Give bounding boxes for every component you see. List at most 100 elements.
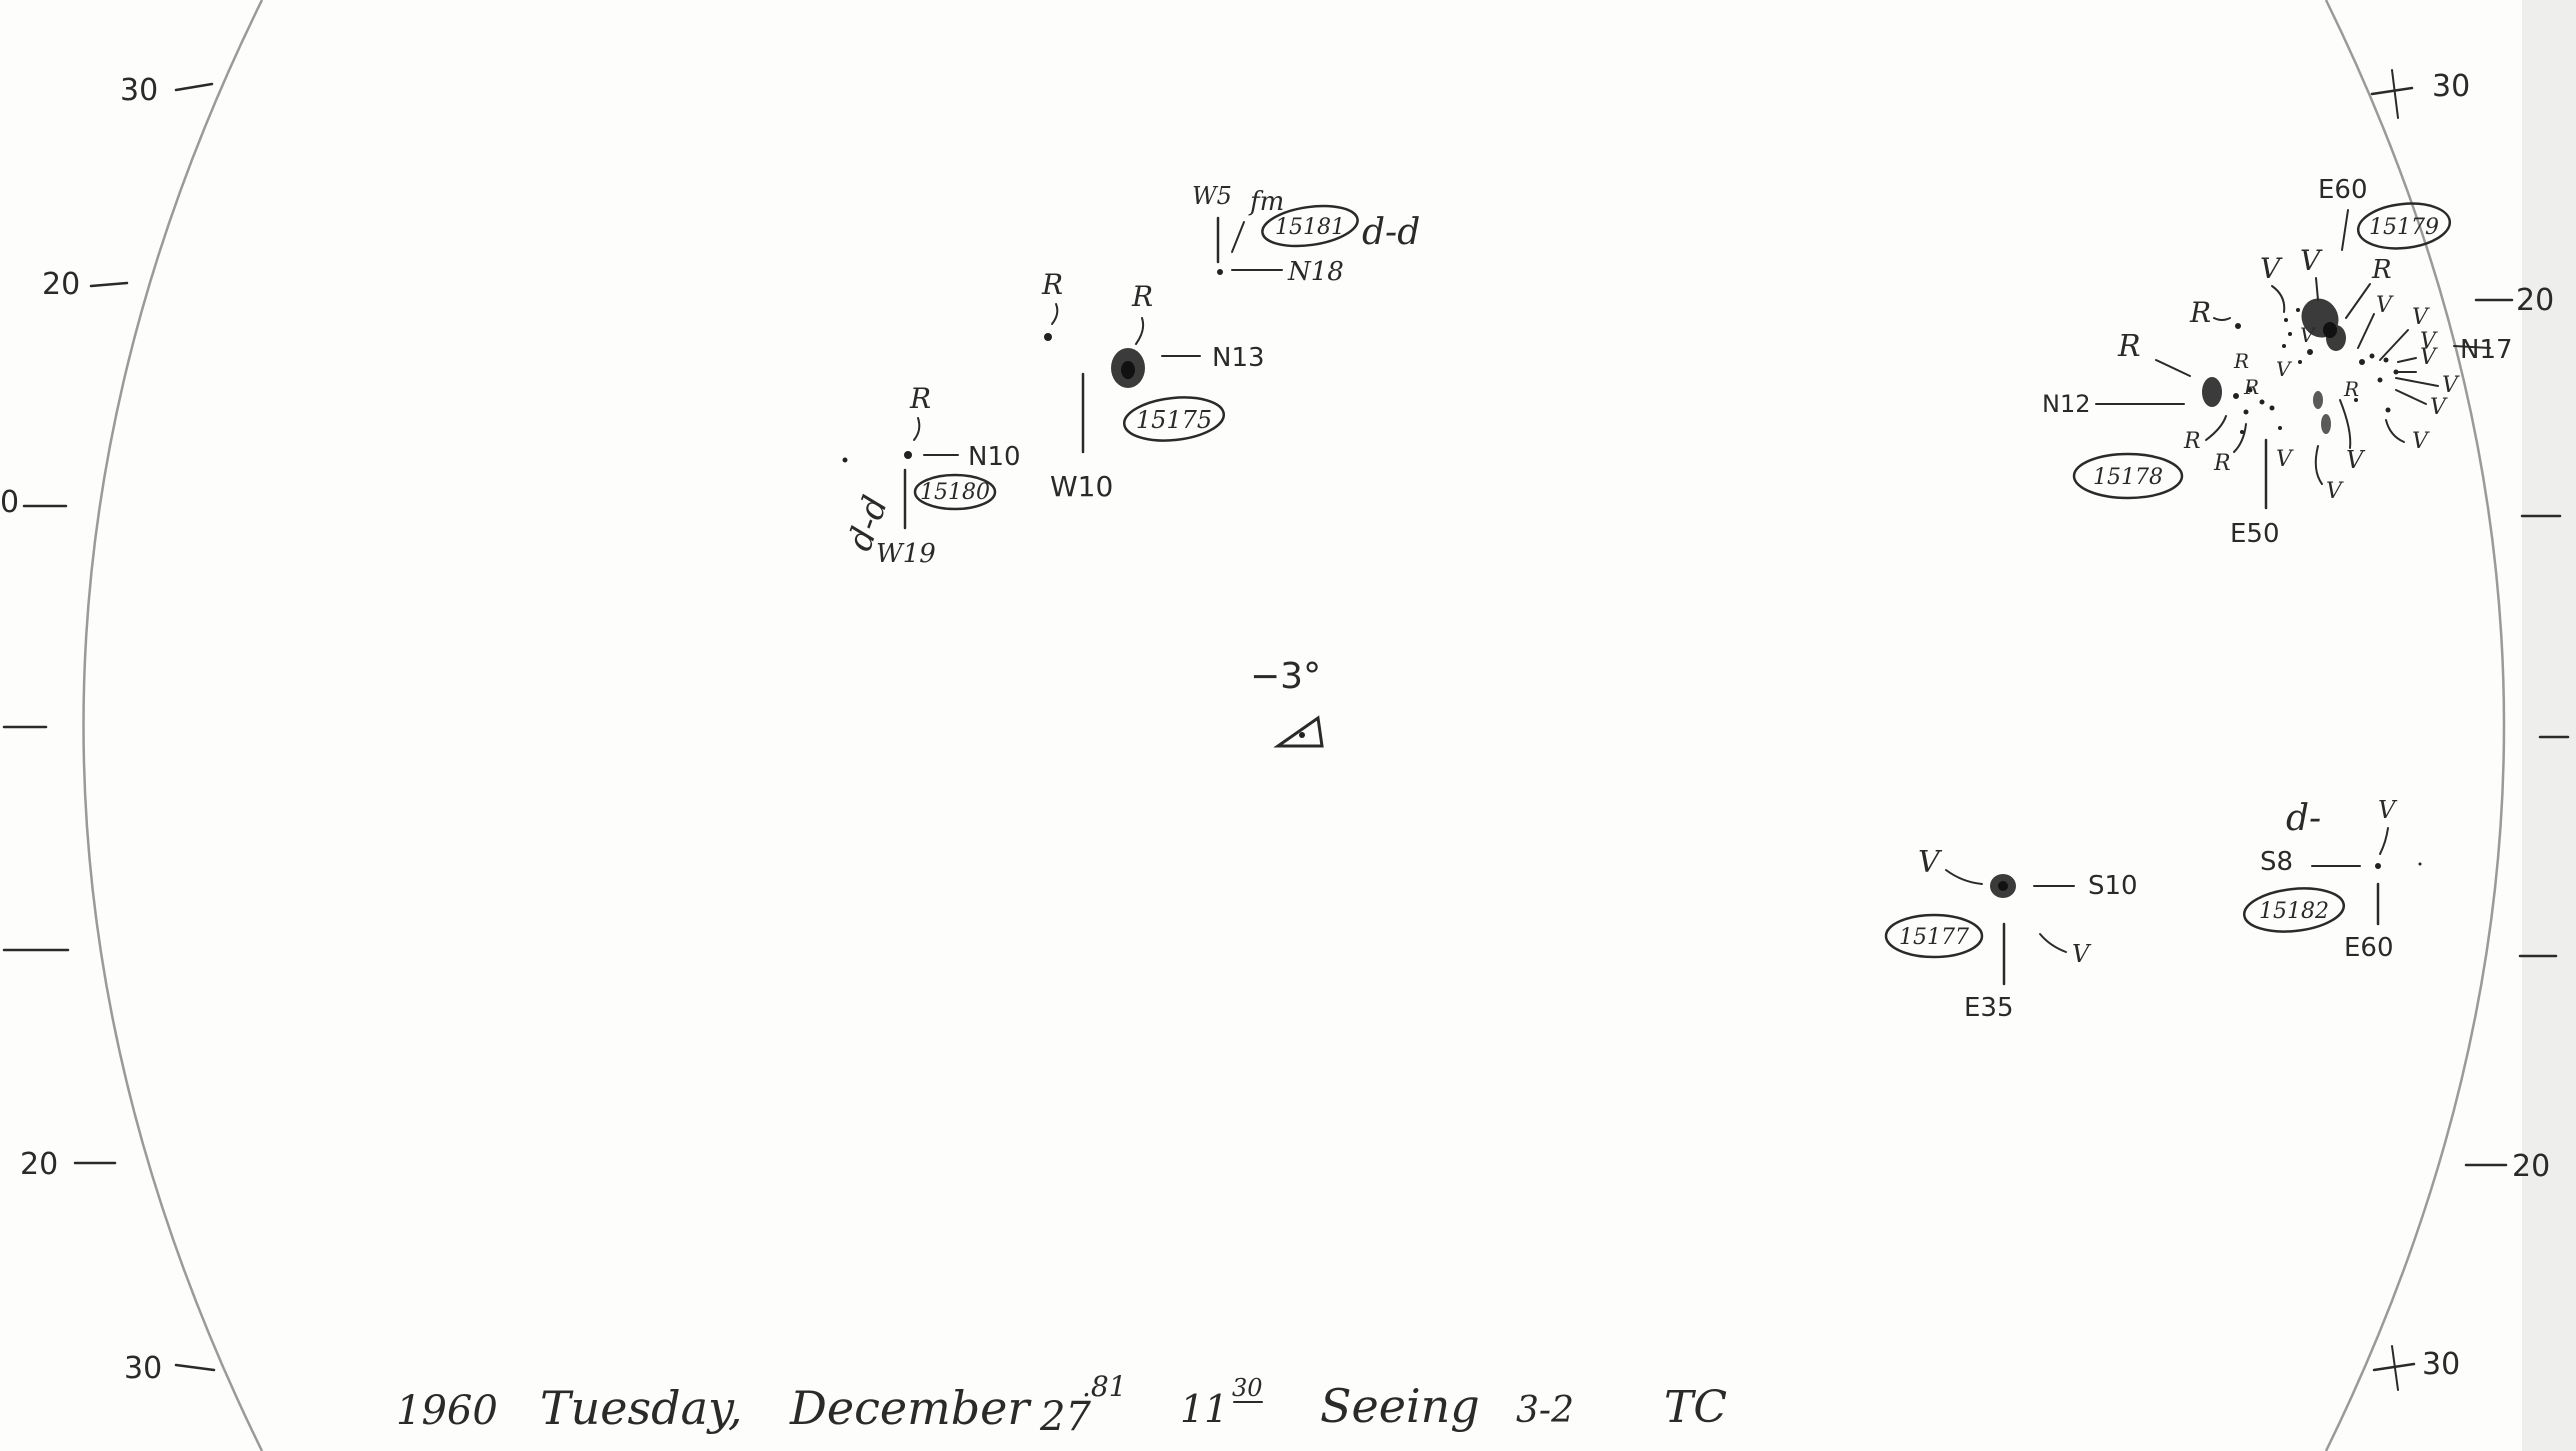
sunspot [2307,349,2313,355]
scale-label: 0 [0,485,19,520]
sunspot [2418,862,2422,866]
region-number: 15181 [1275,215,1345,240]
latitude-label: S10 [2088,871,2138,901]
tick [89,281,129,288]
latitude-label: N12 [2042,390,2091,418]
polarity-label: V [2260,252,2283,285]
complex-polarity-labels: R R V V R V V V V V V V V R R R R V V V [2117,244,2460,504]
tick [2370,86,2414,96]
region-number: 15175 [1136,406,1212,434]
polarity-label: V [2300,323,2317,347]
region-number: 15177 [1899,925,1969,950]
longitude-label: W19 [876,539,936,569]
region-number: 15179 [2369,215,2439,240]
region-number-oval [2072,452,2184,500]
tick [174,82,214,92]
scale-label: 20 [42,267,80,302]
polarity-label: V [2326,479,2344,504]
polarity-label: R [2183,429,2201,454]
center-triangle-icon [1273,715,1324,748]
pointer-line [1945,869,1983,885]
longitude-label: E60 [2344,933,2394,963]
pointer-line [2315,277,2319,301]
sunspot [2298,360,2302,364]
tick [174,1363,216,1372]
pointer-line [2314,445,2323,485]
latitude-label: N10 [968,442,1021,472]
sunspot [2240,430,2244,434]
polarity-label: R [1131,280,1153,313]
center-offset-label: −3° [1250,656,1321,697]
sunspot [2269,405,2275,411]
polarity-label: R [909,382,931,415]
sunspot [2243,409,2249,415]
seeing-value: 3-2 [1516,1390,1574,1431]
polarity-label: V [2276,447,2294,472]
sunspot [2233,393,2239,399]
right-latitude-scale: 30 20 20 30 [2370,69,2570,1391]
solar-limb-right [2324,0,2506,1451]
stray-dot [842,457,848,463]
longitude-label: E35 [1964,993,2014,1023]
sunspot [2202,377,2222,407]
scale-label: 20 [2512,1149,2550,1184]
seeing-label: Seeing [1320,1379,1480,1433]
left-latitude-scale: 30 20 0 20 30 [0,73,216,1386]
polarity-label: V [2276,357,2293,381]
pointer-line [2379,329,2409,361]
region-number-oval [2242,887,2346,933]
polarity-label: V [2430,395,2448,420]
sunspot [2278,426,2282,430]
sunspot [2383,357,2389,363]
latitude-label: N13 [1212,343,1265,373]
region-15177: V S10 15177 E35 V [1884,845,2138,1023]
note-label: fm [1248,187,1284,217]
sunspot [1044,333,1052,341]
sheet-edge [2522,0,2576,1451]
observation-weekday: Tuesday, [540,1381,743,1435]
leader-line [2453,345,2491,349]
region-number-oval [1122,396,1226,442]
latitude-label: N17 [2460,335,2513,365]
disk-center-mark: −3° [1250,656,1324,748]
longitude-label: W10 [1050,470,1113,503]
latitude-label: N18 [1287,257,1344,287]
pointer-line [2357,313,2375,349]
region-15181: W5 fm 15181 d-d N18 [1192,182,1420,287]
pointer-line [2397,357,2417,363]
sunspot [2296,308,2300,312]
scale-label: 30 [120,73,158,108]
polarity-label: R [1041,268,1063,301]
scale-label: 30 [2422,1347,2460,1382]
region-number: 15180 [920,480,990,505]
pointer-line [1135,317,1145,345]
longitude-label: E60 [2318,175,2368,205]
pointer-line [2395,377,2439,387]
scale-label: 20 [20,1147,58,1182]
region-15182: d- V S8 15182 E60 [2242,796,2422,963]
observer-initials: TC [1664,1382,1727,1433]
polarity-label: V [2412,305,2430,330]
region-number-oval [913,473,997,511]
polarity-label: V [2442,373,2460,398]
sunspot [1217,269,1223,275]
sunspot [2282,344,2286,348]
region-15178: N12 15178 E50 [2042,377,2280,549]
region-15180: R N10 15180 d-d W19 [840,382,1021,569]
polarity-label: V [2378,796,2398,824]
sunspot [2247,387,2253,393]
region-number-oval [1884,913,1984,959]
observation-footer: 1960 Tuesday, December 27 .81 11 30 Seei… [396,1370,1727,1440]
polarity-label: V [2412,429,2430,454]
pointer-line [2345,283,2371,319]
observation-minute: 30 [1232,1374,1263,1402]
pointer-line [2395,389,2427,405]
pointer-line [2213,317,2231,321]
sunspot [2385,407,2391,413]
sunspot [2359,359,2365,365]
sunspot [2235,323,2241,329]
pointer-line [2339,399,2352,449]
region-number-oval [1261,204,1359,248]
longitude-label: E50 [2230,519,2280,549]
sunspot [2259,399,2265,405]
